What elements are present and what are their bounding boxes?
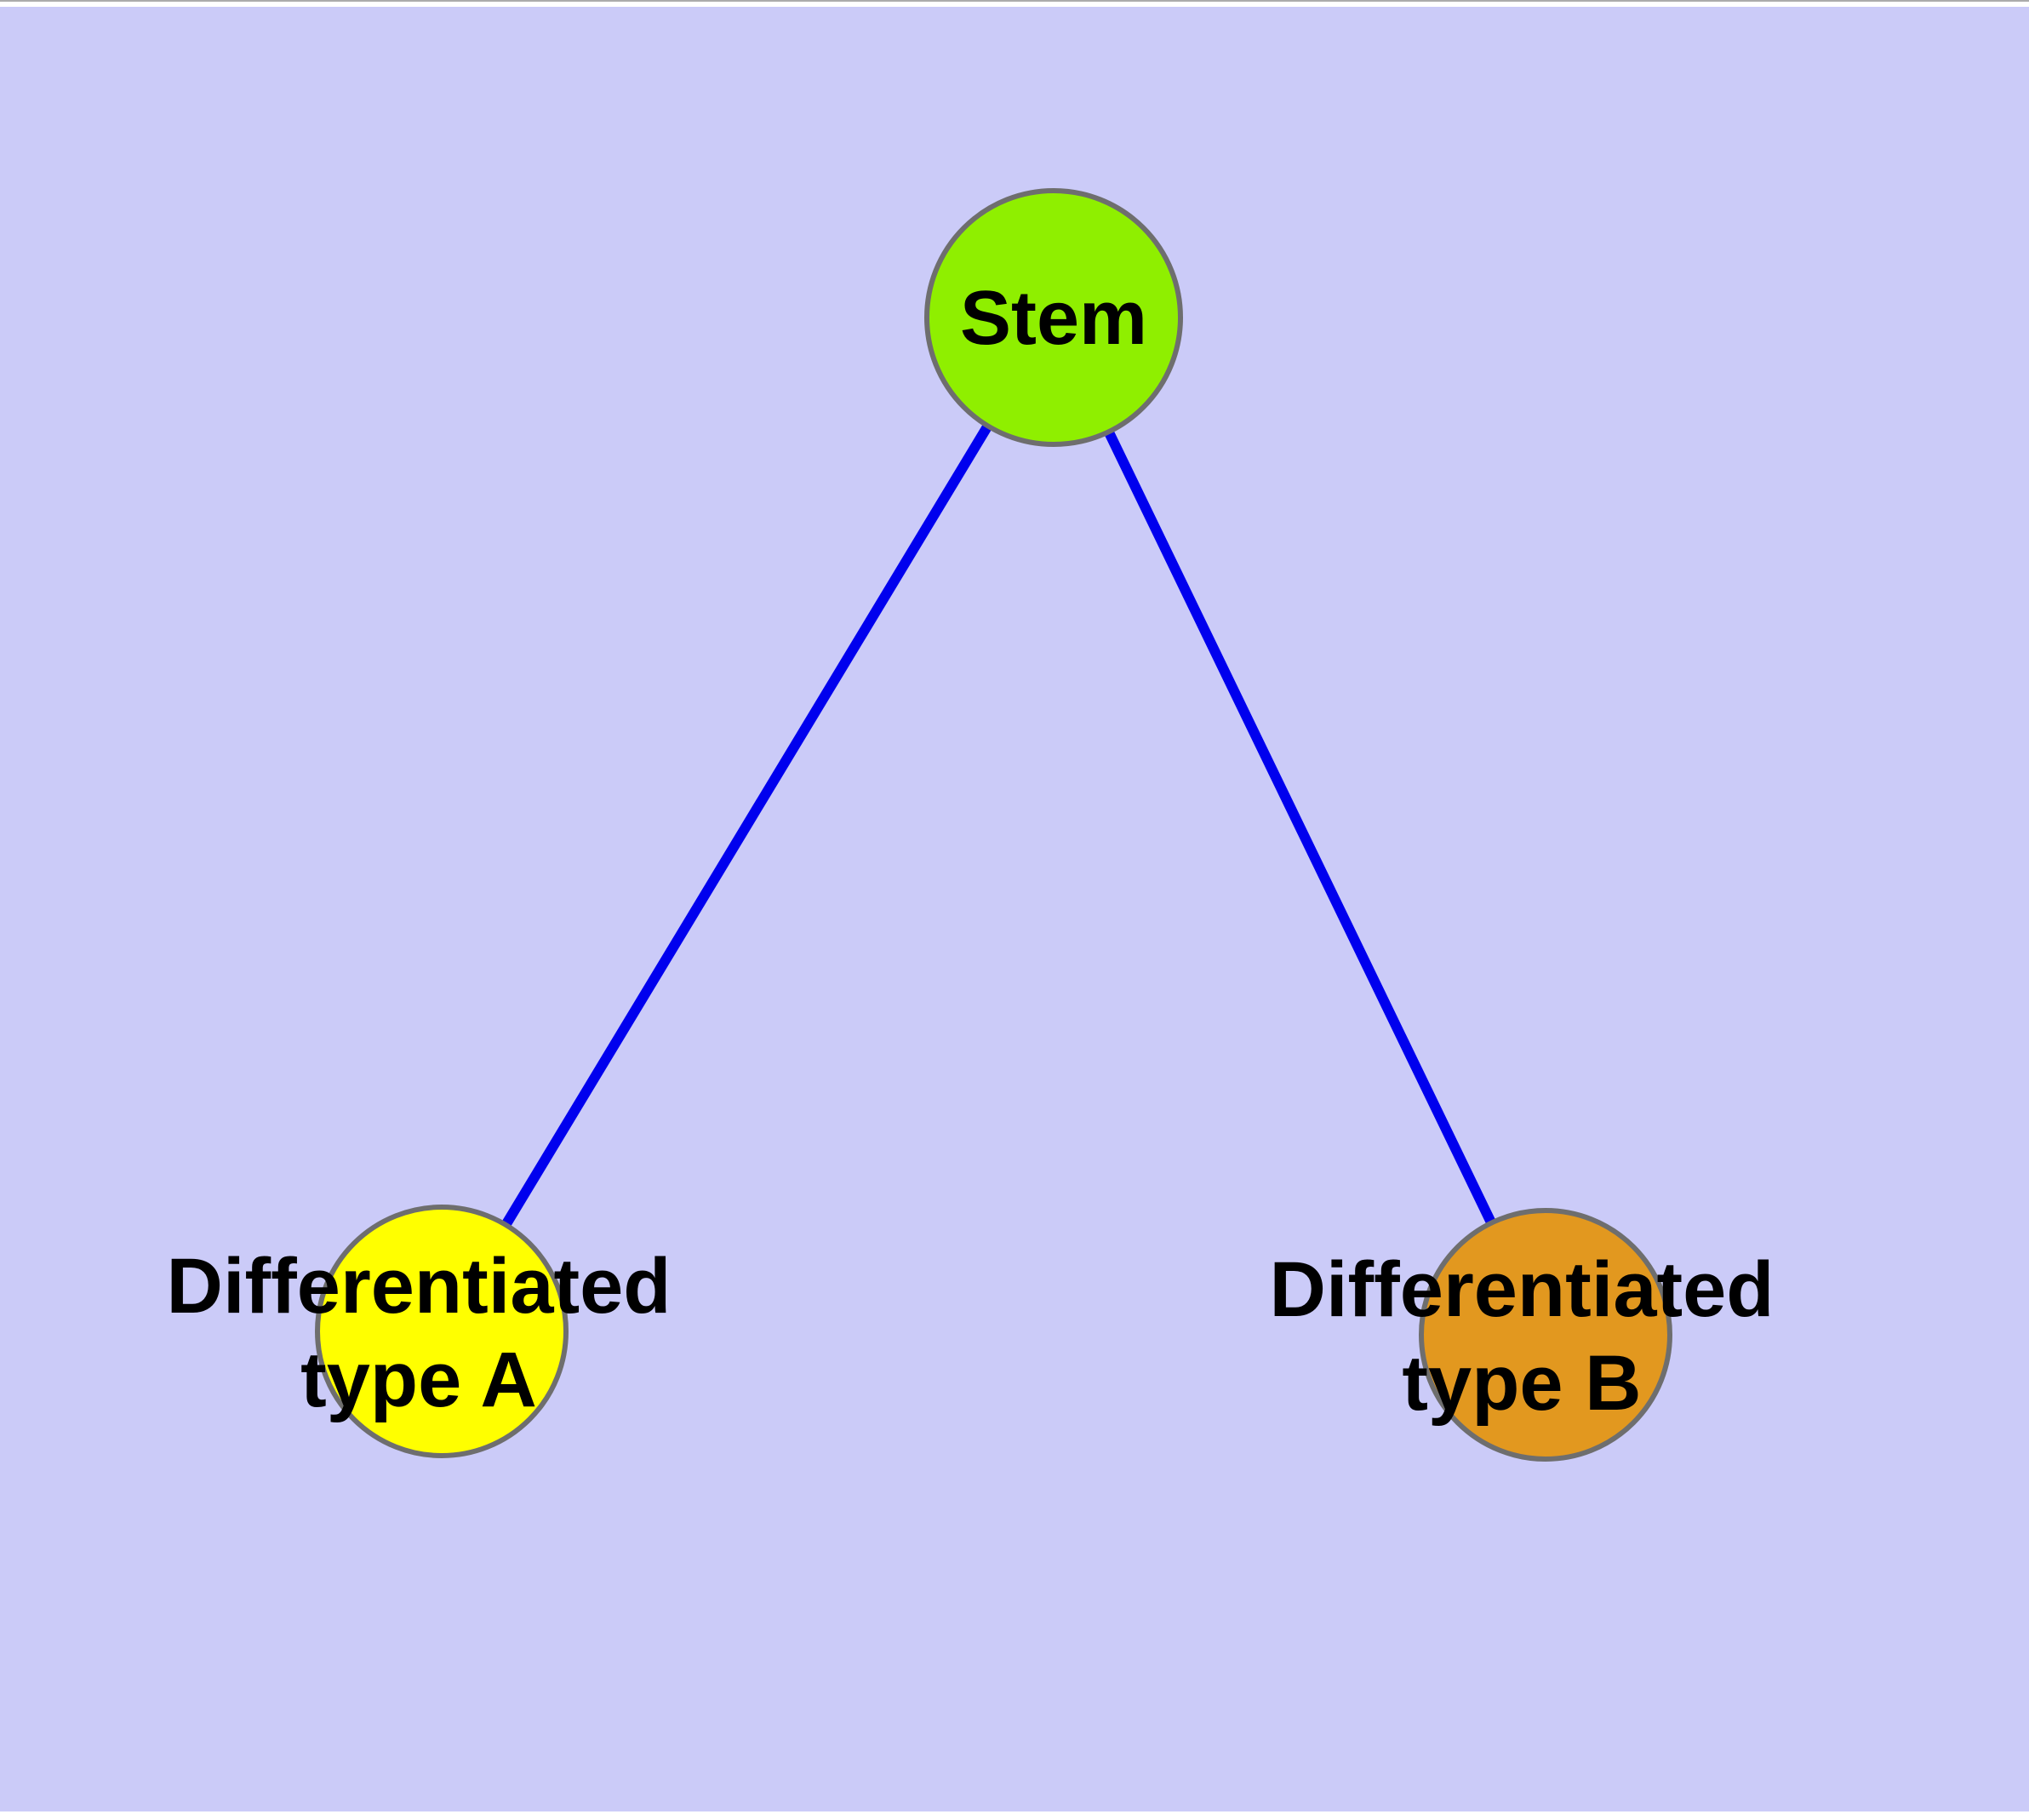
node-type-b-label-line1: Differentiated xyxy=(1269,1246,1775,1333)
node-differentiated-type-a[interactable] xyxy=(315,1205,569,1458)
node-type-a-label: Differentiated type A xyxy=(167,1239,672,1427)
node-stem-label: Stem xyxy=(959,276,1148,361)
node-type-b-label-line2: type B xyxy=(1402,1340,1642,1427)
node-type-a-label-line2: type A xyxy=(300,1336,537,1423)
edge-stem-to-type-a xyxy=(502,423,992,1228)
node-differentiated-type-b[interactable] xyxy=(1419,1208,1672,1462)
node-stem[interactable] xyxy=(924,188,1183,447)
node-type-b-label: Differentiated type B xyxy=(1270,1243,1775,1430)
edge-stem-to-type-b xyxy=(1105,429,1495,1226)
canvas-top-margin xyxy=(0,0,2029,7)
canvas-bottom-margin xyxy=(0,1811,2029,1820)
node-type-a-label-line1: Differentiated xyxy=(166,1243,672,1330)
